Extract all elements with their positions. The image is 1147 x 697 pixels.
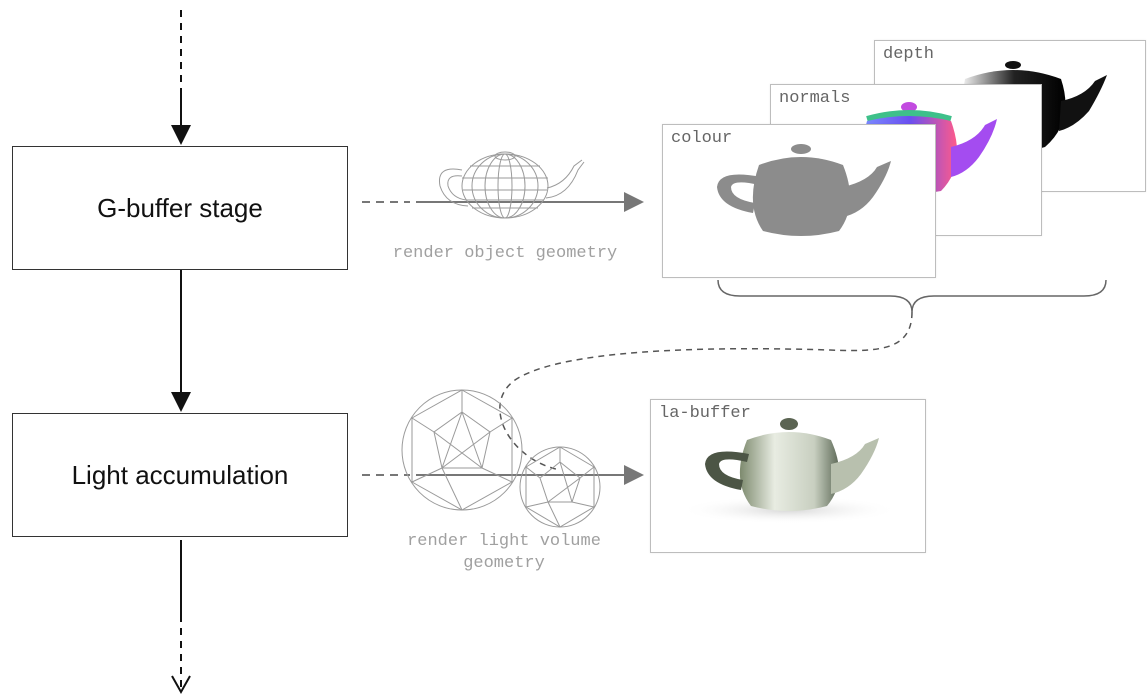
- output-open-arrowhead: [171, 675, 191, 695]
- la-buffer-label: la-buffer: [659, 404, 751, 423]
- render-light-volume-label: render light volume geometry: [378, 531, 630, 575]
- gbuffer-stage-box: G-buffer stage: [12, 146, 348, 270]
- gbuffer-stage-label: G-buffer stage: [97, 192, 263, 223]
- light-accumulation-box: Light accumulation: [12, 413, 348, 537]
- light-volume-wireframe-icon: [401, 389, 601, 528]
- gbuffer-input-curve: [499, 311, 913, 471]
- depth-buffer-label: depth: [883, 45, 935, 64]
- colour-buffer-label: colour: [671, 129, 733, 148]
- teapot-wireframe-icon: [438, 151, 585, 219]
- light-accumulation-label: Light accumulation: [71, 459, 289, 490]
- teapot-colour-icon: [717, 144, 891, 236]
- teapot-shaded-icon: [679, 418, 899, 524]
- la-buffer-panel: la-buffer: [650, 399, 926, 553]
- render-object-geometry-label: render object geometry: [392, 244, 618, 263]
- colour-buffer-panel: colour: [662, 124, 936, 278]
- gbuffer-group-brace: [717, 279, 1107, 313]
- normals-buffer-label: normals: [779, 89, 851, 108]
- render-light-volume-line2: geometry: [463, 554, 545, 573]
- render-light-volume-line1: render light volume: [407, 532, 601, 551]
